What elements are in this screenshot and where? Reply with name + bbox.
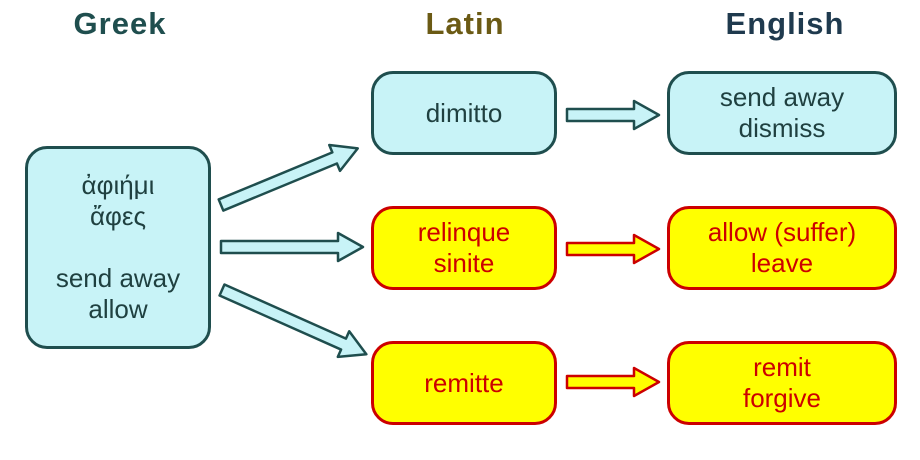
arrow-dimitto-to-send-away xyxy=(565,99,661,131)
arrow-greek-to-dimitto xyxy=(217,143,359,212)
greek-word-2: ἄφες xyxy=(89,201,146,231)
english-word: send away xyxy=(719,82,845,112)
latin-word: relinque xyxy=(417,217,511,247)
greek-box: ἀφιήμι ἄφες send away allow xyxy=(25,146,211,349)
latin-box-remitte: remitte xyxy=(371,341,557,425)
arrow-greek-to-relinque xyxy=(219,231,365,263)
arrow-remitte-to-remit xyxy=(565,366,661,398)
arrow-relinque-to-allow xyxy=(565,233,661,265)
english-box-send-away: send away dismiss xyxy=(667,71,897,155)
greek-word-1: ἀφιήμι xyxy=(81,170,155,200)
latin-word: remitte xyxy=(424,367,504,398)
english-word: remit xyxy=(753,352,811,382)
greek-meaning-2: allow xyxy=(88,294,148,324)
english-word: allow (suffer) xyxy=(707,217,857,247)
english-box-allow: allow (suffer) leave xyxy=(667,206,897,290)
english-word: leave xyxy=(750,248,814,278)
latin-box-relinque: relinque sinite xyxy=(371,206,557,290)
heading-english: English xyxy=(725,6,845,41)
arrow-greek-to-remitte xyxy=(218,283,368,359)
greek-meaning-1: send away xyxy=(55,263,181,293)
english-word: dismiss xyxy=(738,113,826,143)
heading-greek: Greek xyxy=(73,6,167,41)
english-word: forgive xyxy=(742,383,822,413)
latin-word: sinite xyxy=(433,248,495,278)
latin-box-dimitto: dimitto xyxy=(371,71,557,155)
english-box-remit: remit forgive xyxy=(667,341,897,425)
latin-word: dimitto xyxy=(425,97,503,128)
heading-latin: Latin xyxy=(425,6,505,41)
